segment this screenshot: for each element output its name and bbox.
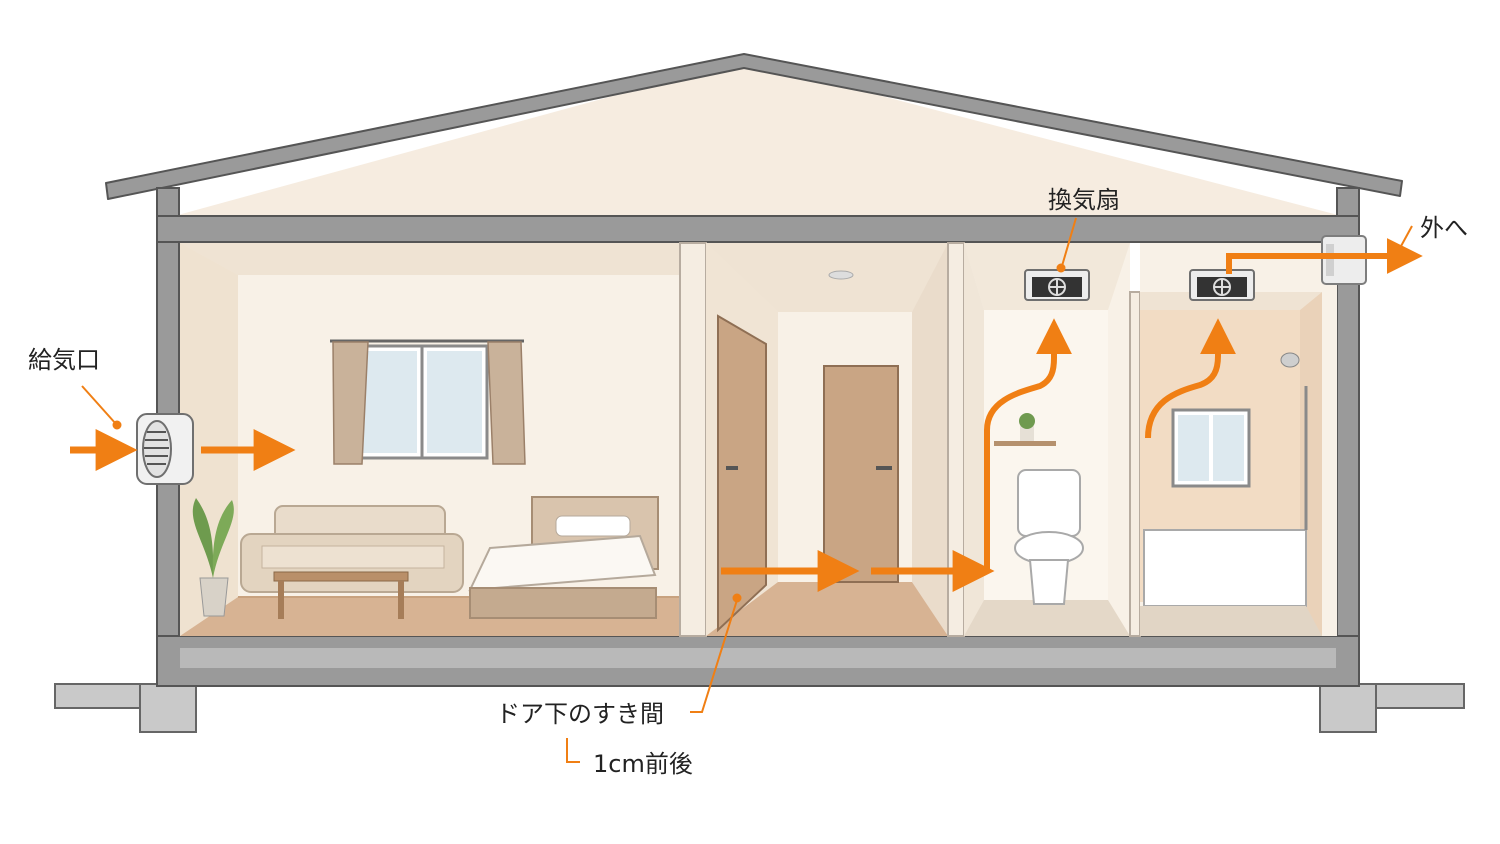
supply-vent-icon [136,413,194,485]
door-gap-label: ドア下のすき間 [496,700,664,728]
airflow-arrow-icon [1226,238,1423,274]
hallway [706,243,948,636]
leader-lines [81,217,1413,763]
supply-inlet-label: 給気口 [28,346,100,374]
to-outside-label: 外へ [1420,214,1468,242]
exhaust-fan-label: 換気扇 [1048,186,1120,214]
exhaust-duct-icon [1321,235,1367,285]
bathroom [1140,243,1337,636]
living-room [180,243,680,636]
roof [105,53,1403,215]
gap-size-label: 1cm前後 [593,750,693,778]
partition-wall [947,242,965,637]
exhaust-fan-icon [1189,269,1255,301]
foundation [54,683,1465,733]
airflow-arrow-icon [984,318,1072,571]
airflow-arrow-icon [1145,318,1236,439]
exhaust-fan-icon [1024,269,1090,301]
airflow-arrows [70,238,1423,592]
partition-wall [679,242,707,637]
bathroom-door [1129,291,1141,637]
